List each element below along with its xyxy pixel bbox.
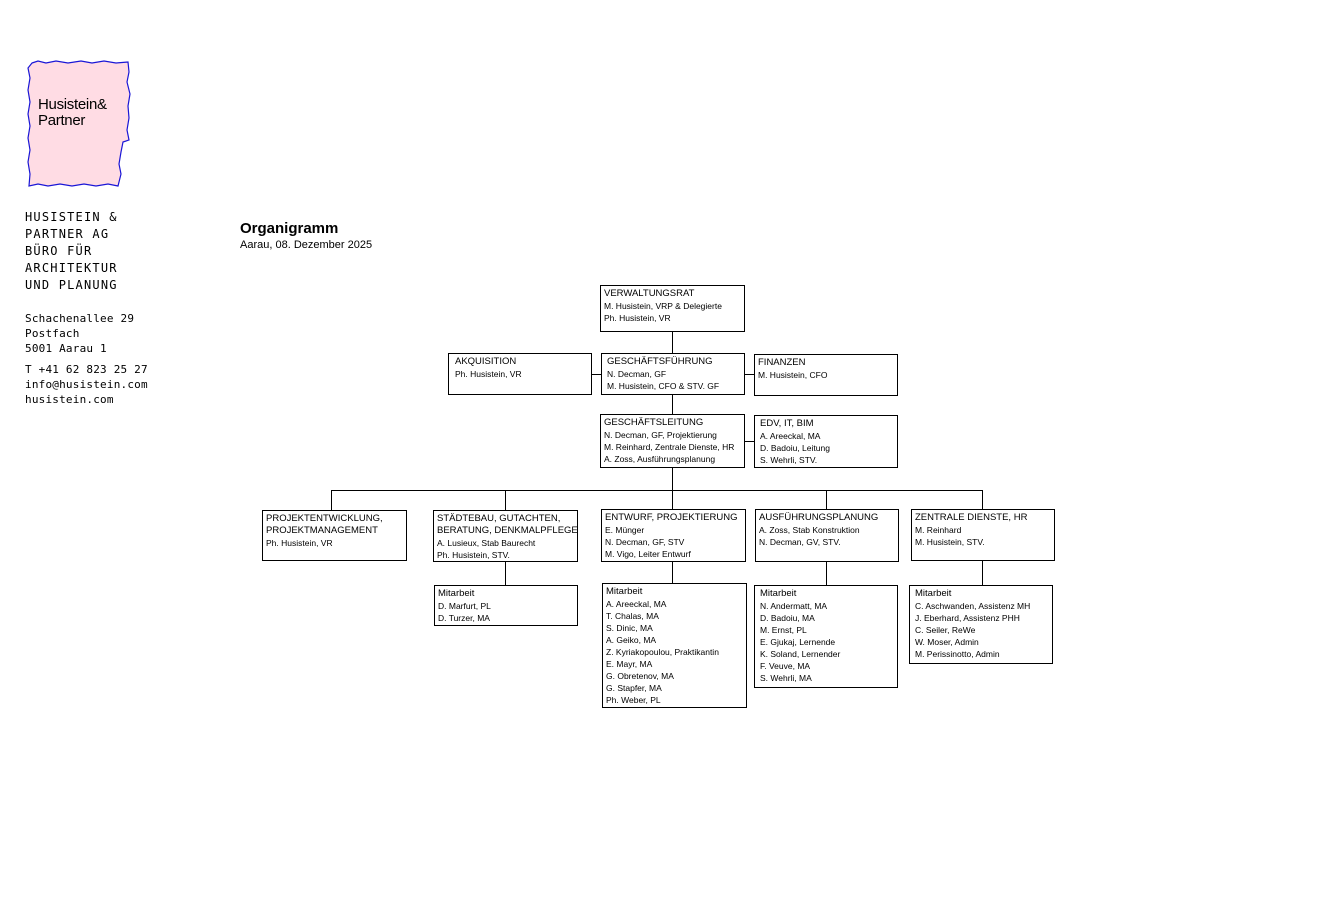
org-box-title: STÄDTEBAU, GUTACHTEN,: [437, 513, 561, 524]
org-box-title: EDV, IT, BIM: [760, 418, 814, 429]
company-name-line: UND PLANUNG: [25, 278, 118, 292]
logo-line-2: Partner: [38, 112, 86, 129]
logo-shape: [27, 60, 131, 187]
org-box-akquisition: AKQUISITION Ph. Husistein, VR: [448, 353, 592, 395]
org-box-title: Mitarbeit: [606, 586, 643, 597]
org-box-member: C. Aschwanden, Assistenz MH: [915, 601, 1031, 611]
org-box-member: Ph. Husistein, VR: [455, 369, 522, 379]
org-box-title: AUSFÜHRUNGSPLANUNG: [759, 512, 879, 523]
org-box-title: ZENTRALE DIENSTE, HR: [915, 512, 1028, 523]
logo-line-1: Husistein&: [38, 96, 107, 113]
page-title: Organigramm: [240, 220, 339, 237]
address-line: 5001 Aarau 1: [25, 342, 107, 355]
org-box-title: PROJEKTENTWICKLUNG,: [266, 513, 383, 524]
org-box-member: G. Obretenov, MA: [606, 671, 674, 681]
org-box-finanzen: FINANZEN M. Husistein, CFO: [754, 354, 898, 396]
org-box-member: N. Decman, GV, STV.: [759, 537, 841, 547]
page-subtitle: Aarau, 08. Dezember 2025: [240, 239, 373, 251]
org-box-mitarbeit-entwurf: Mitarbeit A. Areeckal, MA T. Chalas, MA S. …: [602, 583, 747, 708]
org-box-member: C. Seiler, ReWe: [915, 625, 976, 635]
org-box-title: Mitarbeit: [438, 588, 475, 599]
org-box-member: W. Moser, Admin: [915, 637, 979, 647]
org-box-member: D. Badoiu, Leitung: [760, 443, 830, 453]
husistein-logo: Husistein& Partner: [26, 60, 132, 190]
org-box-member: M. Reinhard, Zentrale Dienste, HR: [604, 442, 735, 452]
org-box-member: G. Stapfer, MA: [606, 683, 662, 693]
company-name-line: HUSISTEIN &: [25, 210, 118, 224]
org-box-mitarbeit-zentrale: Mitarbeit C. Aschwanden, Assistenz MH J. E…: [909, 585, 1053, 664]
org-box-member: Ph. Husistein, VR: [266, 538, 333, 548]
org-box-entwurf: ENTWURF, PROJEKTIERUNG E. Münger N. Decman…: [601, 509, 746, 562]
contact-block: T +41 62 823 25 27 info@husistein.com husi…: [25, 362, 148, 407]
org-box-member: A. Geiko, MA: [606, 635, 657, 645]
org-box-member: A. Zoss, Ausführungsplanung: [604, 454, 716, 464]
org-box-title: Mitarbeit: [760, 588, 797, 599]
org-box-member: A. Areeckal, MA: [606, 599, 667, 609]
org-box-member: D. Badoiu, MA: [760, 613, 815, 623]
org-box-member: K. Soland, Lernender: [760, 649, 841, 659]
org-box-ausfuehrungsplanung: AUSFÜHRUNGSPLANUNG A. Zoss, Stab Konstruk…: [755, 509, 899, 562]
org-box-geschaeftsfuehrung: GESCHÄFTSFÜHRUNG N. Decman, GF M. Husistei…: [601, 353, 745, 395]
org-box-title: FINANZEN: [758, 357, 806, 368]
address-line: Postfach: [25, 327, 80, 340]
org-box-member: E. Mayr, MA: [606, 659, 653, 669]
org-box-member: Ph. Husistein, VR: [604, 313, 671, 323]
contact-line: T +41 62 823 25 27: [25, 363, 148, 376]
org-box-title-line-2: PROJEKTMANAGEMENT: [266, 525, 378, 536]
org-box-member: N. Decman, GF, Projektierung: [604, 430, 717, 440]
org-box-member: E. Münger: [605, 525, 645, 535]
org-box-member: E. Gjukaj, Lernende: [760, 637, 836, 647]
org-box-member: M. Husistein, CFO: [758, 370, 828, 380]
company-name-block: HUSISTEIN & PARTNER AG BÜRO FÜR ARCHITEKTUR…: [25, 209, 118, 294]
org-box-member: N. Decman, GF: [607, 369, 667, 379]
org-box-member: Ph. Husistein, STV.: [437, 550, 510, 560]
org-box-projektentwicklung: PROJEKTENTWICKLUNG,PROJEKTMANAGEMENT Ph. …: [262, 510, 407, 561]
org-box-member: Ph. Weber, PL: [606, 695, 661, 705]
org-box-member: F. Veuve, MA: [760, 661, 811, 671]
org-box-member: D. Turzer, MA: [438, 613, 490, 623]
org-box-member: J. Eberhard, Assistenz PHH: [915, 613, 1020, 623]
org-box-member: S. Dinic, MA: [606, 623, 653, 633]
org-box-member: M. Ernst, PL: [760, 625, 807, 635]
org-box-title: ENTWURF, PROJEKTIERUNG: [605, 512, 738, 523]
org-box-mitarbeit-ausfuehrung: Mitarbeit N. Andermatt, MA D. Badoiu, MA M.…: [754, 585, 898, 688]
org-box-member: S. Wehrli, STV.: [760, 455, 818, 465]
org-box-mitarbeit-staedtebau: Mitarbeit D. Marfurt, PL D. Turzer, MA: [434, 585, 578, 626]
org-box-member: M. Husistein, CFO & STV. GF: [607, 381, 720, 391]
org-box-title: GESCHÄFTSFÜHRUNG: [607, 356, 713, 367]
org-box-member: M. Vigo, Leiter Entwurf: [605, 549, 691, 559]
org-box-member: M. Perissinotto, Admin: [915, 649, 1000, 659]
company-name-line: ARCHITEKTUR: [25, 261, 118, 275]
company-name-line: BÜRO FÜR: [25, 244, 93, 258]
org-box-member: D. Marfurt, PL: [438, 601, 491, 611]
contact-line: info@husistein.com: [25, 378, 148, 391]
org-box-member: Z. Kyriakopoulou, Praktikantin: [606, 647, 719, 657]
org-box-title: VERWALTUNGSRAT: [604, 288, 695, 299]
org-box-title-line-2: BERATUNG, DENKMALPFLEGE: [437, 525, 578, 536]
logo-wordmark: Husistein& Partner: [38, 97, 107, 129]
contact-line: husistein.com: [25, 393, 114, 406]
company-name-line: PARTNER AG: [25, 227, 110, 241]
org-box-edv-it-bim: EDV, IT, BIM A. Areeckal, MA D. Badoiu, Le…: [754, 415, 898, 468]
org-box-member: M. Husistein, STV.: [915, 537, 985, 547]
org-box-member: T. Chalas, MA: [606, 611, 659, 621]
org-box-member: A. Areeckal, MA: [760, 431, 821, 441]
org-box-title: GESCHÄFTSLEITUNG: [604, 417, 704, 428]
org-box-verwaltungsrat: VERWALTUNGSRAT M. Husistein, VRP & Delegi…: [600, 285, 745, 332]
org-box-zentrale-dienste: ZENTRALE DIENSTE, HR M. Reinhard M. Husist…: [911, 509, 1055, 561]
org-box-member: A. Lusieux, Stab Baurecht: [437, 538, 536, 548]
org-box-title: Mitarbeit: [915, 588, 952, 599]
address-block: Schachenallee 29 Postfach 5001 Aarau 1: [25, 311, 134, 356]
org-box-member: M. Husistein, VRP & Delegierte: [604, 301, 722, 311]
org-box-staedtebau: STÄDTEBAU, GUTACHTEN,BERATUNG, DENKMALPF…: [433, 510, 578, 562]
org-box-member: N. Andermatt, MA: [760, 601, 828, 611]
org-box-member: A. Zoss, Stab Konstruktion: [759, 525, 860, 535]
org-box-member: N. Decman, GF, STV: [605, 537, 685, 547]
org-box-geschaeftsleitung: GESCHÄFTSLEITUNG N. Decman, GF, Projektie…: [600, 414, 745, 468]
org-box-member: S. Wehrli, MA: [760, 673, 812, 683]
org-box-member: M. Reinhard: [915, 525, 962, 535]
org-box-title: AKQUISITION: [455, 356, 517, 367]
address-line: Schachenallee 29: [25, 312, 135, 325]
